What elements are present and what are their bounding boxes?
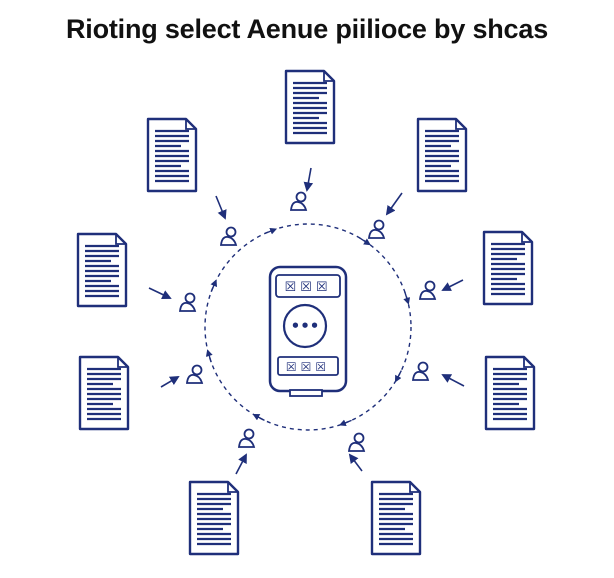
- chat-dots: •••: [291, 317, 320, 335]
- user-icon: [219, 226, 238, 246]
- user-icon: [289, 191, 308, 211]
- ring-arrow: [338, 419, 352, 427]
- flow-arrow: [303, 167, 314, 192]
- device-bottom-panel: [277, 356, 339, 376]
- user-icon: [418, 280, 437, 300]
- flow-arrow: [441, 374, 465, 387]
- kiosk-terminal-icon: ☒☒☒ ••• ☒☒☒: [268, 265, 348, 397]
- flow-arrow: [348, 453, 363, 472]
- process-ring: [204, 223, 412, 431]
- diagram-title: Rioting select Aenue piilioce by shcas: [65, 14, 549, 44]
- flow-arrow: [160, 376, 180, 388]
- ring-arrow: [394, 370, 402, 383]
- document-icon: [78, 355, 130, 431]
- flow-arrow: [385, 192, 403, 216]
- user-icon: [367, 219, 386, 239]
- device-bottom-marks: ☒☒☒: [286, 360, 330, 374]
- document-icon: [482, 230, 534, 306]
- document-icon: [370, 480, 422, 556]
- document-icon: [416, 117, 468, 193]
- ring-arrow: [210, 279, 218, 293]
- device-base: [289, 389, 323, 397]
- ring-arrow: [403, 291, 411, 305]
- document-icon: [284, 69, 336, 145]
- user-icon: [185, 364, 204, 384]
- document-icon: [484, 355, 536, 431]
- document-icon: [188, 480, 240, 556]
- user-icon: [237, 428, 256, 448]
- flow-arrow: [215, 195, 227, 220]
- ring-arrow: [359, 237, 371, 246]
- ring-arrow: [252, 413, 265, 421]
- user-icon: [178, 292, 197, 312]
- flow-arrow: [235, 453, 247, 475]
- ring-arrow: [264, 227, 278, 235]
- document-icon: [76, 232, 128, 308]
- chat-bubble-icon: [282, 303, 328, 349]
- device-top-panel: [275, 274, 341, 298]
- document-icon: [146, 117, 198, 193]
- ring-arrow: [205, 349, 213, 363]
- user-icon: [411, 361, 430, 381]
- flow-arrow: [148, 287, 172, 300]
- user-icon: [347, 432, 366, 452]
- device-top-marks: ☒☒☒: [285, 280, 332, 295]
- flow-arrow: [441, 279, 464, 291]
